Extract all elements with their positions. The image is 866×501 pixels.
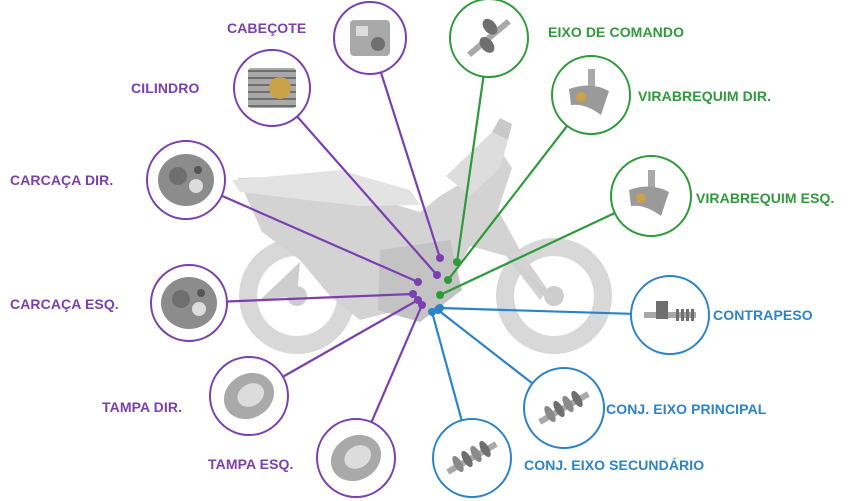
tampa-dir-label: TAMPA DIR.	[102, 399, 182, 415]
carcaca-esq-label: CARCAÇA ESQ.	[10, 296, 119, 312]
eixo-comando-endpoint	[453, 258, 461, 266]
conj-eixo-principal-node	[524, 368, 604, 448]
cilindro-label: CILINDRO	[131, 80, 199, 96]
carcaca-dir-node	[147, 141, 225, 219]
virabrequim-esq-node	[611, 156, 691, 236]
tampa-esq-label: TAMPA ESQ.	[208, 456, 294, 472]
eixo-comando-label: EIXO DE COMANDO	[548, 24, 684, 40]
virabrequim-dir-node	[552, 56, 630, 134]
carcaca-dir-endpoint	[414, 278, 422, 286]
conj-eixo-secundario-connector	[432, 312, 462, 420]
tampa-esq-endpoint	[418, 301, 426, 309]
crankcase-left-icon	[161, 277, 217, 329]
tampa-esq-node	[317, 419, 395, 497]
eixo-comando-node	[450, 0, 528, 77]
tampa-dir-node	[210, 357, 288, 435]
conj-eixo-secundario-label: CONJ. EIXO SECUNDÁRIO	[524, 457, 704, 473]
cilindro-node	[234, 50, 310, 126]
conj-eixo-secundario-endpoint	[428, 308, 436, 316]
virabrequim-dir-endpoint	[444, 276, 452, 284]
cabecote-node	[334, 2, 406, 74]
contrapeso-node	[631, 276, 709, 354]
carcaca-esq-node	[151, 265, 227, 341]
cilindro-endpoint	[433, 271, 441, 279]
virabrequim-dir-label: VIRABREQUIM DIR.	[638, 88, 771, 104]
virabrequim-esq-endpoint	[436, 291, 444, 299]
conj-eixo-principal-label: CONJ. EIXO PRINCIPAL	[606, 401, 766, 417]
cabecote-endpoint	[436, 254, 444, 262]
crankcase-right-icon	[158, 154, 214, 206]
cylinder-icon	[248, 68, 296, 108]
cylinder-head-icon	[350, 20, 390, 56]
conj-eixo-secundario-node	[433, 419, 511, 497]
motorcycle-silhouette	[232, 118, 612, 354]
engine-hub	[435, 305, 441, 311]
contrapeso-label: CONTRAPESO	[713, 307, 813, 323]
virabrequim-esq-label: VIRABREQUIM ESQ.	[696, 190, 835, 206]
cabecote-label: CABEÇOTE	[227, 20, 306, 36]
carcaca-dir-label: CARCAÇA DIR.	[10, 172, 113, 188]
